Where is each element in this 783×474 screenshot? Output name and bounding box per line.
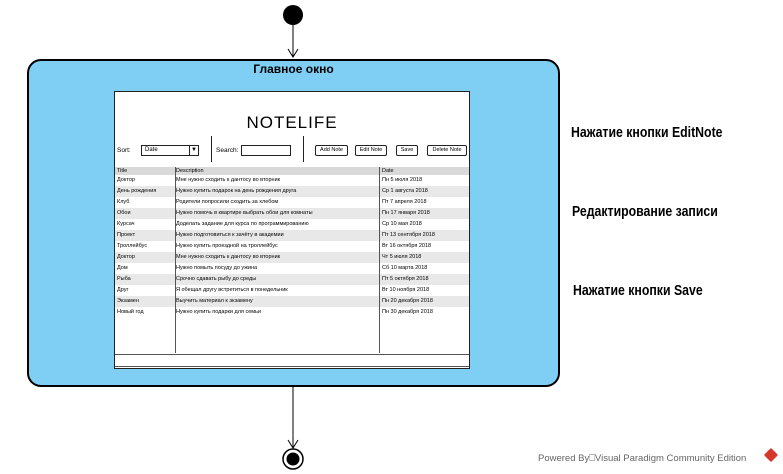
search-label: Search: (216, 147, 239, 154)
final-node-outer (282, 448, 304, 470)
table-row[interactable]: День рождения Нужно купить подарок на ден… (115, 186, 469, 197)
transition-note-save: Нажатие кнопки Save (573, 282, 703, 299)
table-header: Title Description Date (115, 167, 469, 175)
transition-note-editnote: Нажатие кнопки EditNote (571, 124, 723, 141)
cell-date: Ср 10 мая 2018 (382, 221, 422, 227)
cell-date: Пн 30 декабря 2018 (382, 309, 433, 315)
toolbar-divider (303, 136, 304, 162)
cell-title: Друг (117, 287, 129, 293)
cell-description: Доделать задание для курса по программир… (176, 221, 309, 227)
cell-title: Рыба (117, 276, 131, 282)
delete-note-button[interactable]: Delete Note (427, 145, 467, 156)
save-button[interactable]: Save (396, 145, 418, 156)
search-input[interactable] (241, 145, 291, 156)
cell-description: Нужно помочь в квартире выбрать обои для… (176, 210, 313, 216)
cell-date: Пт 7 апреля 2018 (382, 199, 427, 205)
table-row[interactable]: Новый год Нужно купить подарки для семьи П… (115, 307, 469, 318)
cell-description: Мне нужно сходить к дантосу во вторник (176, 177, 281, 183)
cell-date: Пн 20 декабря 2018 (382, 298, 433, 304)
cell-title: Новый год (117, 309, 144, 315)
table-row[interactable]: Троллейбус Нужно купить проездной на трол… (115, 241, 469, 252)
final-arrowhead (287, 439, 299, 449)
cell-title: Доктор (117, 254, 135, 260)
table-row[interactable]: Экзамен Выучить материал к экзамену Пн 20 … (115, 296, 469, 307)
cell-title: Троллейбус (117, 243, 148, 249)
table-row[interactable]: Обои Нужно помочь в квартире выбрать обои… (115, 208, 469, 219)
initial-node (283, 5, 303, 25)
column-header-description: Description (176, 168, 204, 174)
cell-date: Пт 5 октября 2018 (382, 276, 429, 282)
visual-paradigm-logo (763, 447, 779, 463)
cell-description: Я обещал другу встретиться в понедельник (176, 287, 288, 293)
toolbar-divider (211, 136, 212, 162)
status-bar-border (115, 366, 469, 367)
table-row[interactable]: Клуб Родители попросили сходить за хлебом… (115, 197, 469, 208)
cell-description: Срочно сдавать рыбу до среды (176, 276, 257, 282)
cell-description: Выучить материал к экзамену (176, 298, 253, 304)
cell-title: Дом (117, 265, 128, 271)
transition-note-editing: Редактирование записи (572, 203, 718, 220)
cell-title: Проект (117, 232, 136, 238)
table-row[interactable]: Курсач Доделать задание для курса по прог… (115, 219, 469, 230)
cell-description: Родители попросили сходить за хлебом (176, 199, 279, 205)
table-row[interactable]: Друг Я обещал другу встретиться в понедел… (115, 285, 469, 296)
cell-date: Сб 10 марта 2018 (382, 265, 428, 271)
table-row[interactable]: Проект Нужно подготовиться к зачёту в ака… (115, 230, 469, 241)
sort-select[interactable]: Date ▼ (141, 145, 199, 156)
cell-description: Нужно помыть посуду до ужина (176, 265, 258, 271)
cell-title: Доктор (117, 177, 135, 183)
powered-by-footer: Powered By⎕Visual Paradigm Community Edi… (538, 453, 747, 464)
cell-date: Ср 1 августа 2018 (382, 188, 428, 194)
cell-description: Мне нужно сходить к дантосу во вторник (176, 254, 281, 260)
table-column-divider (175, 167, 176, 353)
column-header-date: Date (382, 168, 394, 174)
table-bottom-border (115, 354, 469, 355)
cell-date: Вт 10 ноября 2018 (382, 287, 430, 293)
final-node-inner (286, 452, 300, 466)
cell-title: Курсач (117, 221, 135, 227)
cell-date: Пн 5 июля 2018 (382, 177, 423, 183)
cell-description: Нужно купить подарок на день рождения др… (176, 188, 297, 194)
cell-date: Чт 5 июля 2018 (382, 254, 422, 260)
column-header-title: Title (117, 168, 128, 174)
edit-note-button[interactable]: Edit Note (355, 145, 387, 156)
chevron-down-icon: ▼ (189, 146, 198, 155)
table-row[interactable]: Доктор Мне нужно сходить к дантосу во вто… (115, 175, 469, 186)
cell-description: Нужно подготовиться к зачёту в академии (176, 232, 284, 238)
table-row[interactable]: Дом Нужно помыть посуду до ужина Сб 10 мар… (115, 263, 469, 274)
cell-date: Пн 17 января 2018 (382, 210, 430, 216)
cell-date: Пт 13 сентября 2018 (382, 232, 435, 238)
add-note-button[interactable]: Add Note (315, 145, 348, 156)
sort-value: Date (145, 147, 158, 153)
table-row[interactable]: Рыба Срочно сдавать рыбу до среды Пт 5 окт… (115, 274, 469, 285)
table-row[interactable]: Доктор Мне нужно сходить к дантосу во вто… (115, 252, 469, 263)
sort-label: Sort: (117, 147, 131, 154)
state-title: Главное окно (253, 62, 334, 76)
cell-title: Экзамен (117, 298, 139, 304)
cell-description: Нужно купить проездной на троллейбус (176, 243, 278, 249)
cell-title: День рождения (117, 188, 157, 194)
cell-title: Обои (117, 210, 131, 216)
cell-title: Клуб (117, 199, 130, 205)
app-title: NOTELIFE (246, 113, 338, 132)
cell-date: Вт 16 октября 2018 (382, 243, 432, 249)
table-column-divider (379, 167, 380, 353)
initial-arrowhead (287, 48, 299, 58)
cell-description: Нужно купить подарки для семьи (176, 309, 261, 315)
